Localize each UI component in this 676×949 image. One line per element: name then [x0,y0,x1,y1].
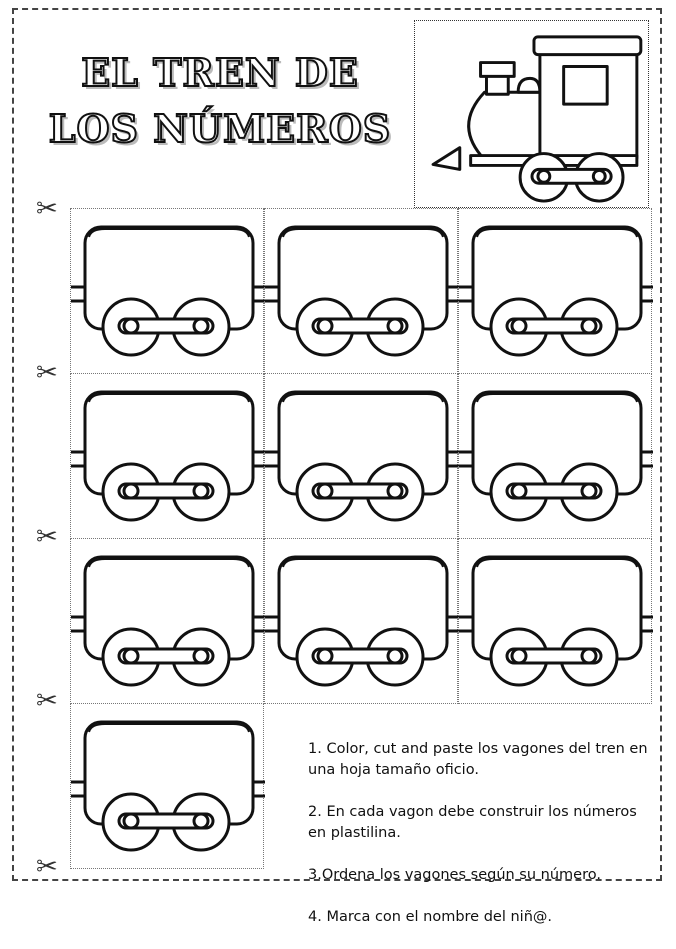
train-wagon-icon [71,555,265,687]
scissors-icon: ✂ [36,686,58,716]
train-engine-icon [431,35,643,203]
page-cut-border [12,8,662,881]
worksheet-title-line-1: EL TREN DE [80,49,359,96]
wagon-cutout [264,208,459,374]
wagon-cutout [70,538,265,704]
train-wagon-icon [459,225,653,357]
scissors-icon: ✂ [36,358,58,388]
train-wagon-icon [71,225,265,357]
train-wagon-icon [71,720,265,852]
train-wagon-icon [265,555,459,687]
scissors-icon: ✂ [36,194,58,224]
instruction-item: 4. Marca con el nombre del niñ@. [308,909,552,925]
wagon-cutout [264,538,459,704]
wagon-cutout [70,208,265,374]
wagon-cutout [458,208,653,374]
wagon-cutout [458,373,653,539]
scissors-icon: ✂ [36,522,58,552]
wagon-cutout [70,703,265,869]
engine-cutout [414,20,649,208]
worksheet-title-line-2: LOS NÚMEROS [48,105,392,152]
instruction-item: 3.Ordena los vagones según su número. [308,867,601,883]
train-wagon-icon [459,555,653,687]
train-wagon-icon [265,225,459,357]
train-wagon-icon [71,390,265,522]
instruction-item: 2. En cada vagon debe construir los núme… [308,804,637,841]
scissors-icon: ✂ [36,852,58,882]
train-wagon-icon [265,390,459,522]
wagon-cutout [458,538,653,704]
wagon-cutout [70,373,265,539]
train-wagon-icon [459,390,653,522]
instructions-block: 1. Color, cut and paste los vagones del … [308,718,658,949]
wagon-cutout [264,373,459,539]
instruction-item: 1. Color, cut and paste los vagones del … [308,741,648,778]
